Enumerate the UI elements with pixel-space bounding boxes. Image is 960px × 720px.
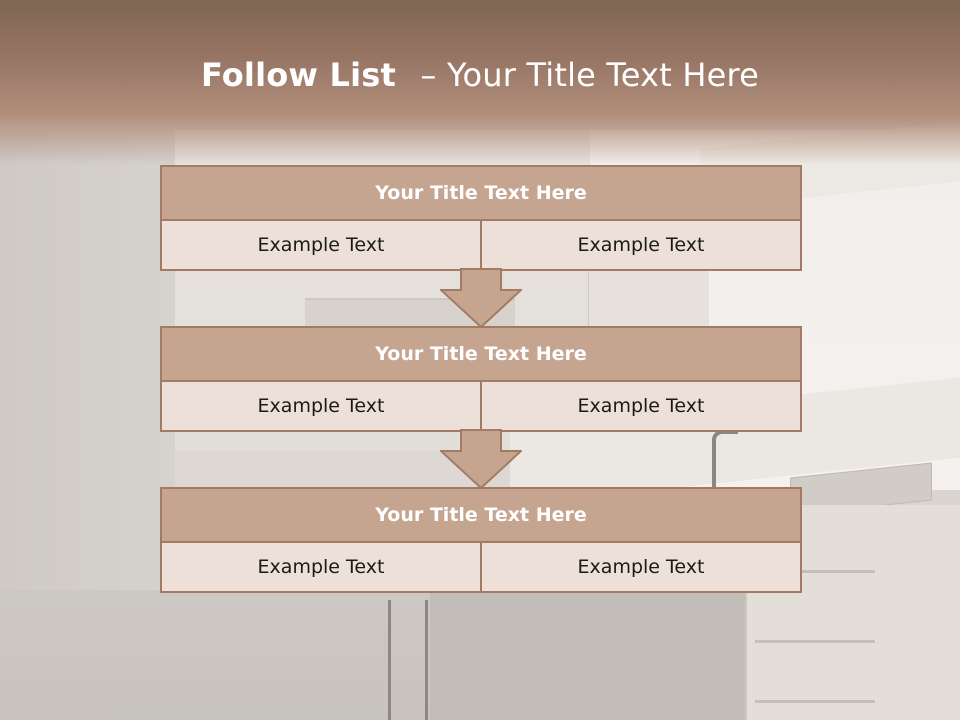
step-row: Example Text Example Text <box>160 221 802 271</box>
step-2: Your Title Text Here Example Text Exampl… <box>160 326 802 432</box>
down-arrow-icon <box>440 268 522 328</box>
slide-title: Follow List – Your Title Text Here <box>0 56 960 94</box>
step-3: Your Title Text Here Example Text Exampl… <box>160 487 802 593</box>
step-row: Example Text Example Text <box>160 543 802 593</box>
step-1: Your Title Text Here Example Text Exampl… <box>160 165 802 271</box>
header-band: Follow List – Your Title Text Here <box>0 0 960 165</box>
step-row: Example Text Example Text <box>160 382 802 432</box>
step-cell-left: Example Text <box>160 543 482 593</box>
down-arrow-icon <box>440 429 522 489</box>
step-title: Your Title Text Here <box>160 487 802 543</box>
step-title: Your Title Text Here <box>160 165 802 221</box>
slide-title-rest: – Your Title Text Here <box>420 56 760 94</box>
step-cell-right: Example Text <box>482 382 802 432</box>
step-cell-left: Example Text <box>160 221 482 271</box>
step-cell-right: Example Text <box>482 543 802 593</box>
step-cell-right: Example Text <box>482 221 802 271</box>
step-title: Your Title Text Here <box>160 326 802 382</box>
slide-title-bold: Follow List <box>200 56 397 94</box>
step-cell-left: Example Text <box>160 382 482 432</box>
